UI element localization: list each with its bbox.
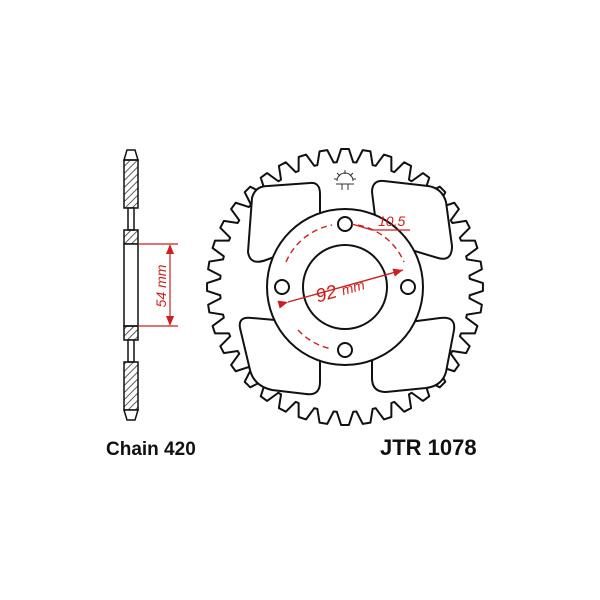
part-number-label: JTR 1078 (380, 435, 477, 460)
profile-lower-section (123, 361, 139, 411)
chain-label: Chain 420 (106, 439, 196, 460)
profile-hub-bottom (123, 325, 139, 341)
profile-lower-web (127, 339, 135, 363)
profile-bottom-tip (122, 409, 140, 421)
bolt-hole-right (400, 279, 416, 295)
profile-bore (123, 243, 139, 327)
bolt-circle-dimension: 92 mm (277, 268, 404, 309)
bolt-hole-dimension: 10.5 (351, 213, 410, 231)
sprocket-front-view: 92 mm 10.5 (206, 148, 484, 426)
bolt-hole-bottom (337, 342, 353, 358)
side-profile: 54 mm (122, 149, 178, 421)
profile-top-tip (122, 149, 140, 161)
bolt-hole-top (337, 216, 353, 232)
profile-upper-section (123, 159, 139, 209)
bolt-circle-indicator (285, 224, 405, 350)
profile-hub-top (123, 229, 139, 245)
bolt-hole-left (274, 279, 290, 295)
bolt-circle-label: 92 mm (313, 273, 367, 307)
bore-dimension: 54 mm (138, 243, 178, 327)
profile-upper-web (127, 207, 135, 231)
logo-mark-icon (334, 170, 356, 190)
bore-dimension-label: 54 mm (153, 264, 169, 307)
bolt-hole-label: 10.5 (378, 213, 405, 229)
